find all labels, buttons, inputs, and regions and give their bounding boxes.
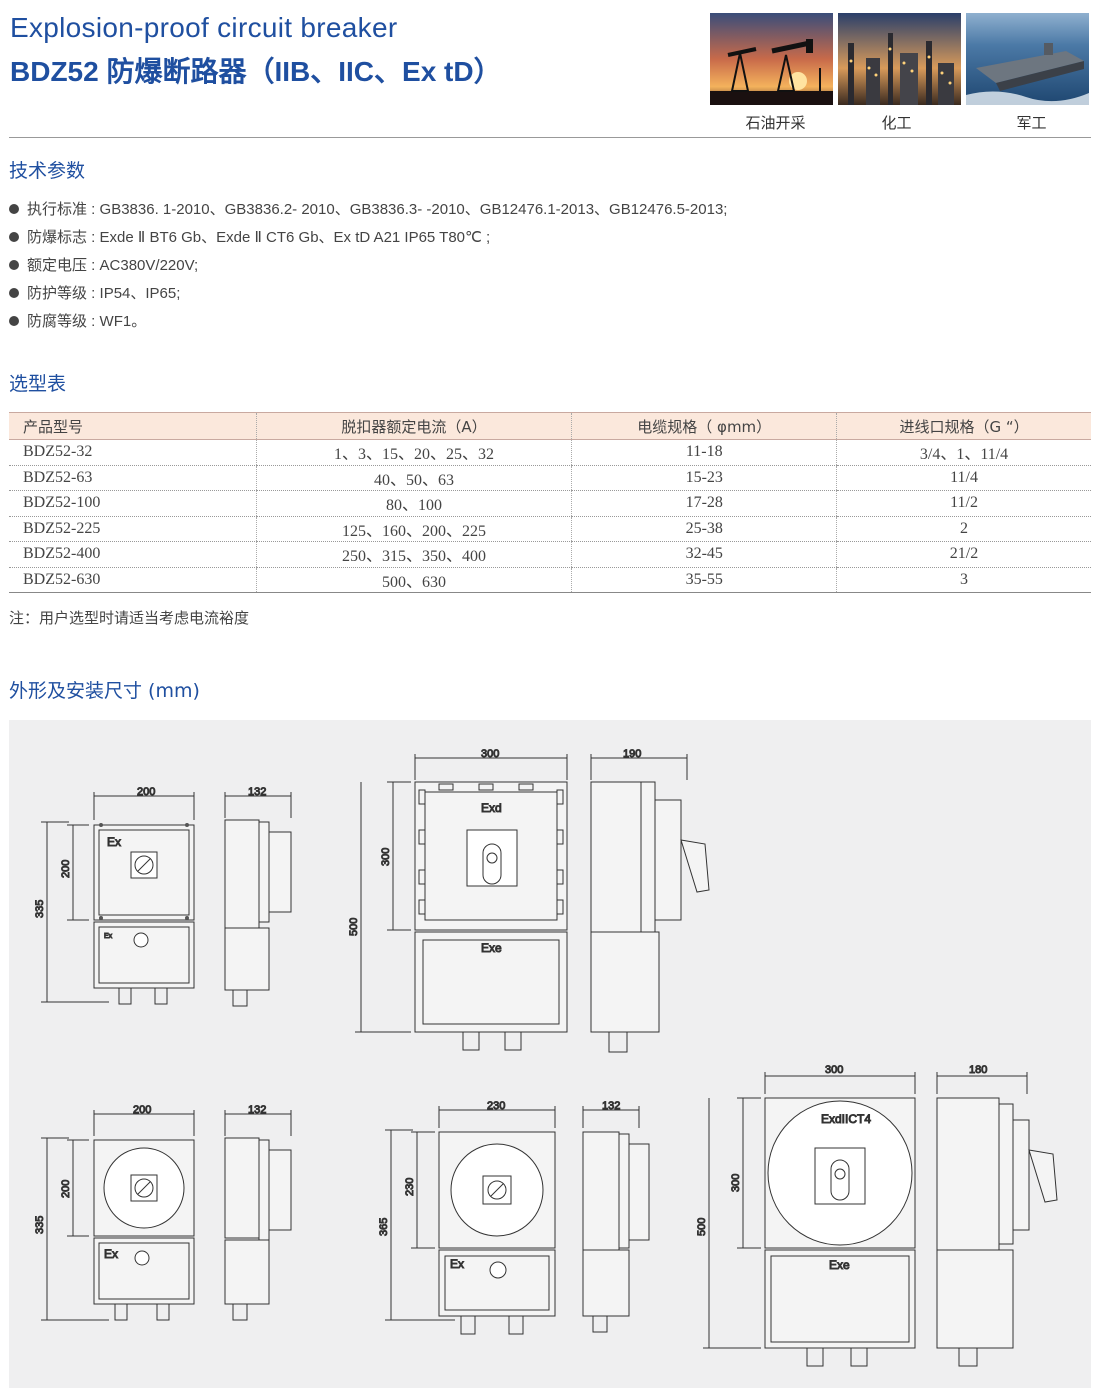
tech-heading: 技术参数: [9, 160, 86, 182]
selection-note: 注：用户选型时请适当考虑电流裕度: [9, 609, 250, 627]
bullet-icon: [9, 260, 19, 270]
dim-depth: 190: [623, 748, 641, 760]
photo-caption-oil: 石油开采: [745, 114, 806, 132]
dim-depth: 132: [248, 786, 266, 798]
dim-height-total: 335: [34, 900, 46, 918]
drawing-label: Exd: [481, 801, 502, 815]
table-header-row: 产品型号 脱扣器额定电流（A） 电缆规格（ φmm） 进线口规格（G “）: [9, 412, 1091, 440]
drawing-label: Ex: [450, 1257, 464, 1271]
dim-width: 300: [481, 748, 499, 760]
dim-height-top: 200: [60, 860, 72, 878]
drawing-front-bdz52-round-medium: Ex 230 230 365: [378, 1100, 556, 1335]
drawing-label: Ex: [104, 1247, 118, 1261]
dim-height-total: 335: [34, 1216, 46, 1234]
dim-height-top: 200: [60, 1180, 72, 1198]
dim-height-top: 300: [730, 1174, 742, 1192]
col-header: 脱扣器额定电流（A）: [255, 412, 572, 440]
drawing-side-bdz52-round-small: 132: [224, 1104, 292, 1321]
bullet-icon: [9, 316, 19, 326]
spec-item: 防爆标志 : Exde Ⅱ BT6 Gb、Exde Ⅱ CT6 Gb、Ex tD…: [9, 226, 490, 247]
dim-height-top: 230: [404, 1178, 416, 1196]
drawing-front-bdz52-round-small: Ex 200 200 335: [34, 1104, 195, 1321]
dimensions-heading: 外形及安装尺寸 (mm): [9, 680, 200, 702]
drawing-side-bdz52-exd-round: 180: [936, 1064, 1058, 1367]
col-header: 电缆规格（ φmm）: [571, 412, 837, 440]
drawing-label: Exe: [481, 941, 502, 955]
dim-width: 200: [137, 786, 155, 798]
dim-height-top: 300: [380, 848, 392, 866]
dim-depth: 180: [969, 1064, 987, 1076]
photo-caption-military: 军工: [1016, 114, 1047, 132]
spec-item: 防腐等级 : WF1。: [9, 310, 146, 331]
drawing-label: Ex: [107, 835, 121, 849]
drawing-label: Ex: [104, 933, 113, 940]
selection-heading: 选型表: [9, 373, 67, 395]
title-cn: BDZ52 防爆断路器（IIB、IIC、Ex tD）: [10, 56, 502, 87]
dimension-drawings: Ex Ex 200 200 335 132: [9, 720, 1091, 1388]
drawing-side-bdz52-large: 190: [590, 748, 710, 1053]
col-header: 产品型号: [9, 412, 256, 440]
drawing-label: ExdIICT4: [821, 1112, 871, 1126]
selection-table: 产品型号 脱扣器额定电流（A） 电缆规格（ φmm） 进线口规格（G “） BD…: [9, 412, 1091, 593]
dim-depth: 132: [248, 1104, 266, 1116]
dim-height-total: 500: [696, 1218, 708, 1236]
spec-item: 执行标准 : GB3836. 1-2010、GB3836.2- 2010、GB3…: [9, 198, 727, 219]
dim-depth: 132: [602, 1100, 620, 1112]
title-en: Explosion-proof circuit breaker: [10, 12, 398, 43]
header-divider: [9, 137, 1091, 138]
drawing-label: Exe: [829, 1258, 850, 1272]
bullet-icon: [9, 204, 19, 214]
dim-height-total: 500: [348, 918, 360, 936]
dim-height-total: 365: [378, 1218, 390, 1236]
bullet-icon: [9, 288, 19, 298]
drawing-front-bdz52-large: Exd Exe 300 300 500: [348, 748, 568, 1051]
drawing-side-bdz52-round-medium: 132: [582, 1100, 650, 1333]
oil-pump-sunset-photo: [710, 13, 833, 105]
dim-width: 200: [133, 1104, 151, 1116]
drawing-front-bdz52-exd-round: ExdIICT4 Exe 300 300 500: [696, 1064, 916, 1367]
aircraft-carrier-photo: [966, 13, 1089, 105]
dim-width: 230: [487, 1100, 505, 1112]
spec-item: 防护等级 : IP54、IP65;: [9, 282, 180, 303]
drawing-front-bdz52-small: Ex Ex 200 200 335: [34, 786, 195, 1005]
dim-width: 300: [825, 1064, 843, 1076]
chemical-plant-photo: [838, 13, 961, 105]
col-header: 进线口规格（G “）: [836, 412, 1091, 440]
bullet-icon: [9, 232, 19, 242]
drawing-side-bdz52-small: 132: [224, 786, 292, 1007]
spec-item: 额定电压 : AC380V/220V;: [9, 254, 198, 275]
photo-caption-chemical: 化工: [881, 114, 912, 132]
